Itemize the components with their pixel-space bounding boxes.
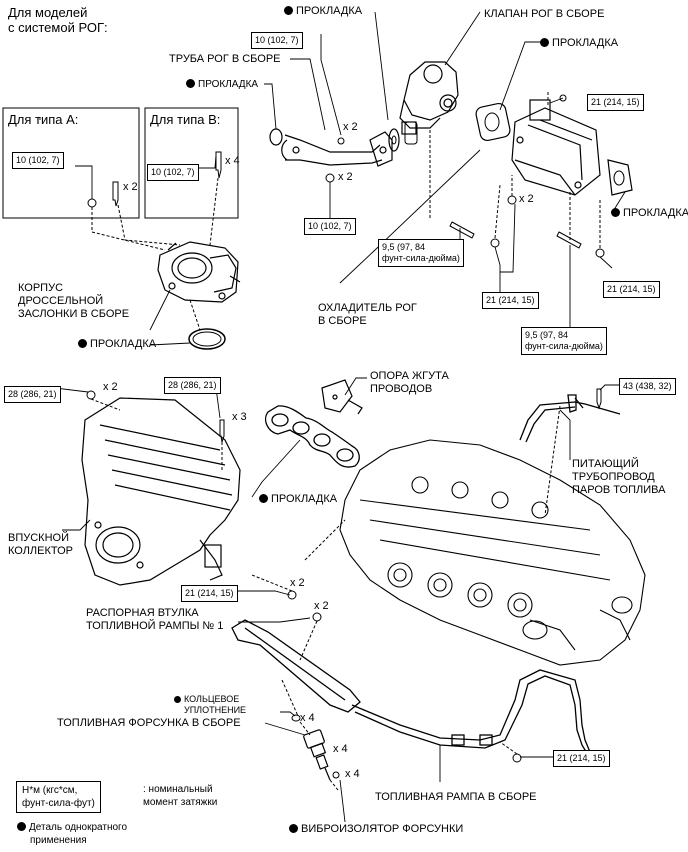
gasket-manifold-label: ПРОКЛАДКА [259,493,337,506]
manifold-torque-b: 28 (286, 21) [164,377,221,394]
pipe-bolt-qty: x 2 [343,121,358,133]
manifold-torque-21: 21 (214, 15) [181,585,238,602]
type-a-torque-box: 10 (102, 7) [12,152,64,169]
single-use-dot-icon [289,824,298,833]
single-use-dot-icon [78,339,87,348]
manifold-torque-a: 28 (286, 21) [4,386,61,403]
injector-qty: x 4 [333,743,348,755]
egr-cooler-drawing [511,99,601,196]
type-a-title: Для типа A: [8,112,79,127]
gasket-pipe-label: ПРОКЛАДКА [186,78,258,91]
egr-pipe-torque-box: 10 (102, 7) [251,32,303,49]
type-a-qty: x 2 [123,181,138,193]
type-b-qty: x 4 [225,155,240,167]
intake-manifold-drawing [81,397,241,586]
egr-valve-label: КЛАПАН РОГ В СБОРЕ [484,8,605,20]
header-line-2: с системой РОГ: [8,20,108,35]
throttle-body-drawing [157,241,241,303]
single-use-dot-icon [540,38,549,47]
gasket-throttle-label: ПРОКЛАДКА [78,338,156,351]
manifold-nut-qty: x 2 [103,381,118,393]
pipe-nut-qty: x 2 [338,171,353,183]
fuel-rail-label: ТОПЛИВНАЯ РАМПА В СБОРЕ [375,791,537,803]
gasket-egr-valve-label: ПРОКЛАДКА [540,37,618,50]
legend-unit-box: Н*м (кгс*см,фунт-сила-фут) [16,781,101,813]
rail-bolt-qty: x 2 [290,577,305,589]
type-a-frame [2,107,140,219]
leader-lines [39,11,626,823]
harness-bracket-drawing [321,379,363,415]
insulator-label: ВИБРОИЗОЛЯТОР ФОРСУНКИ [289,823,463,836]
fuel-injector-drawing [303,729,331,781]
oring-qty: x 4 [300,712,315,724]
single-use-dot-icon [284,6,293,15]
single-use-dot-icon [259,494,268,503]
spacer-qty: x 2 [314,600,329,612]
throttle-gasket-ring [188,328,226,350]
manifold-bolt-qty: x 3 [232,411,247,423]
egr-pipe-drawing [281,131,393,167]
single-use-dot-icon [611,208,620,217]
egr-pipe-lower-torque-box: 10 (102, 7) [304,218,356,235]
vapor-torque-box: 43 (438, 32) [619,378,676,395]
engine-head-drawing [339,439,646,666]
fuel-rail-drawing [231,619,595,765]
cooler-nut-qty: x 2 [519,193,534,205]
manifold-gasket-drawing [264,405,360,468]
type-b-title: Для типа B: [150,112,221,127]
single-use-dot-icon [186,79,195,88]
cooler-torque-top: 21 (214, 15) [587,94,644,111]
gasket-top-label: ПРОКЛАДКА [284,5,362,18]
insulator-qty: x 4 [345,768,360,780]
cooler-torque-right: 21 (214, 15) [603,281,660,298]
header-line-1: Для моделей [8,5,88,20]
type-b-frame [144,107,239,219]
single-use-dot-icon [17,822,26,831]
single-use-dot-icon [174,696,181,703]
rail-torque-box: 21 (214, 15) [553,750,610,767]
egr-valve-drawing [399,61,459,135]
gasket-cooler-label: ПРОКЛАДКА [611,207,688,220]
cooler-torque-mid: 21 (214, 15) [482,292,539,309]
egr-pipe-label: ТРУБА РОГ В СБОРЕ [169,53,281,65]
type-b-torque-box: 10 (102, 7) [147,164,199,181]
injector-label: ТОПЛИВНАЯ ФОРСУНКА В СБОРЕ [57,717,241,729]
